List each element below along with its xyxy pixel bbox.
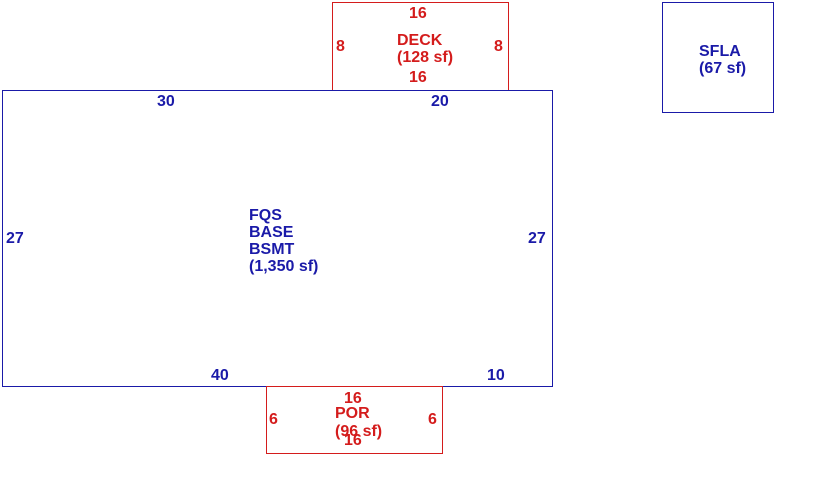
base-top-right-dimension: 20 [431,93,449,110]
base-bottom-right-dimension: 10 [487,367,505,384]
por-bottom-dimension: 16 [344,432,362,449]
deck-name: DECK [397,32,443,49]
sfla-outline [662,2,774,113]
base-label-bsmt: BSMT [249,241,295,258]
por-left-dimension: 6 [269,411,278,428]
por-area: (96 sf) [335,423,383,440]
por-name: POR [335,405,370,422]
sfla-area: (67 sf) [699,60,747,77]
base-label-base: BASE [249,224,294,241]
deck-right-dimension: 8 [494,38,503,55]
base-label-fqs: FQS [249,207,282,224]
por-right-dimension: 6 [428,411,437,428]
base-left-dimension: 27 [6,230,24,247]
deck-top-dimension: 16 [409,5,427,22]
deck-area: (128 sf) [397,49,454,66]
base-bottom-left-dimension: 40 [211,367,229,384]
deck-bottom-dimension: 16 [409,69,427,86]
por-outline [266,386,443,454]
base-right-dimension: 27 [528,230,546,247]
deck-left-dimension: 8 [336,38,345,55]
base-area: (1,350 sf) [249,258,319,275]
por-top-dimension: 16 [344,390,362,407]
base-top-left-dimension: 30 [157,93,175,110]
sfla-name: SFLA [699,43,741,60]
